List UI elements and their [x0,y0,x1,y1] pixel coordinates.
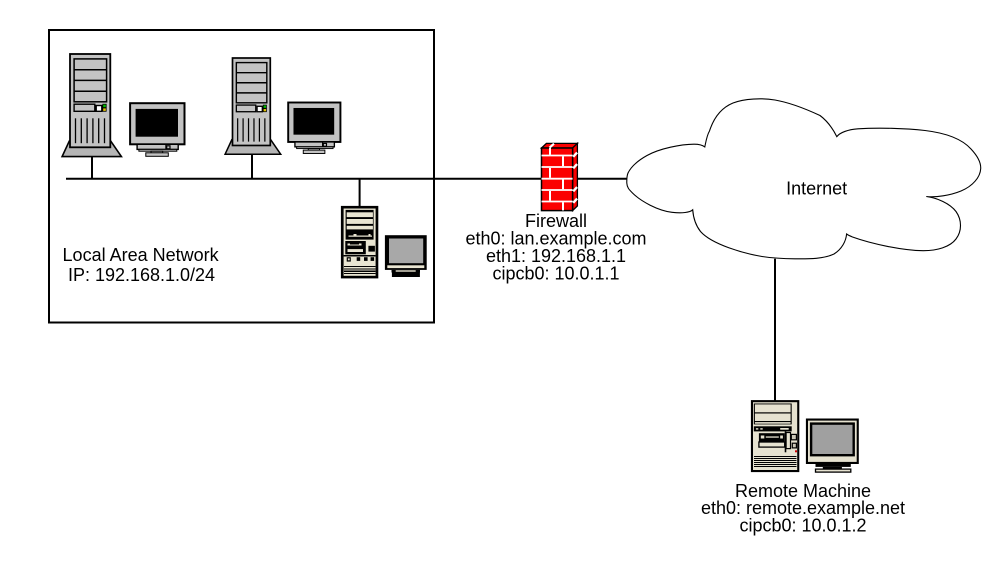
svg-text:IP: 192.168.1.0/24: IP: 192.168.1.0/24 [68,265,215,285]
svg-text:Internet: Internet [786,178,847,198]
svg-text:eth0: remote.example.net: eth0: remote.example.net [701,498,905,518]
svg-text:cipcb0: 10.0.1.1: cipcb0: 10.0.1.1 [492,264,619,284]
svg-text:eth1: 192.168.1.1: eth1: 192.168.1.1 [486,246,626,266]
svg-text:eth0: lan.example.com: eth0: lan.example.com [465,228,646,248]
svg-text:Firewall: Firewall [525,211,587,231]
svg-text:cipcb0: 10.0.1.2: cipcb0: 10.0.1.2 [739,516,866,536]
svg-text:Remote Machine: Remote Machine [735,481,871,501]
svg-text:Local Area Network: Local Area Network [63,245,220,265]
